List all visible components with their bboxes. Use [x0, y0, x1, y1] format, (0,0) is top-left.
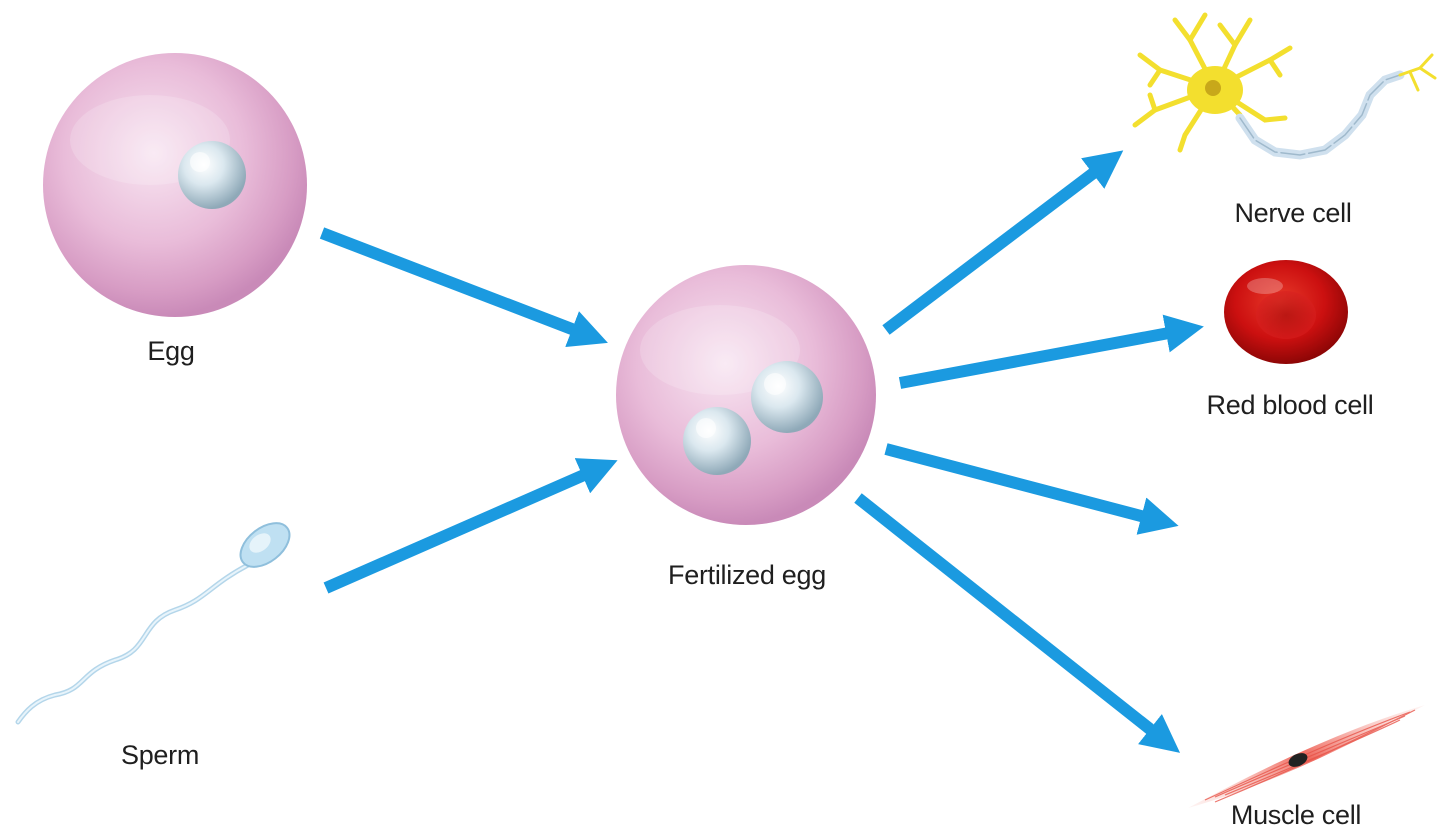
- arrow-sperm-to-fertilized: [326, 468, 600, 588]
- egg-cell: [43, 53, 307, 317]
- nerve-cell: [1135, 15, 1435, 155]
- nerve-cell-label: Nerve cell: [1234, 198, 1351, 229]
- arrow-to-nerve-cell: [886, 162, 1108, 330]
- muscle-cell-label: Muscle cell: [1231, 800, 1361, 831]
- arrow-to-unlabeled-cell: [886, 449, 1160, 521]
- egg-label: Egg: [147, 336, 194, 367]
- egg-nucleus: [178, 141, 246, 209]
- red-blood-cell-label: Red blood cell: [1207, 390, 1374, 421]
- red-blood-cell: [1224, 260, 1348, 364]
- fertilized-egg-nucleus-1: [751, 361, 823, 433]
- arrow-egg-to-fertilized: [322, 233, 590, 336]
- fertilized-egg-label: Fertilized egg: [668, 560, 826, 591]
- arrow-to-muscle-cell: [858, 498, 1165, 741]
- sperm-cell: [18, 514, 298, 722]
- fertilized-egg-cell: [616, 265, 876, 525]
- sperm-label: Sperm: [121, 740, 199, 771]
- arrow-to-red-blood-cell: [900, 330, 1185, 383]
- fertilized-egg-nucleus-2: [683, 407, 751, 475]
- muscle-cell: [1188, 705, 1425, 808]
